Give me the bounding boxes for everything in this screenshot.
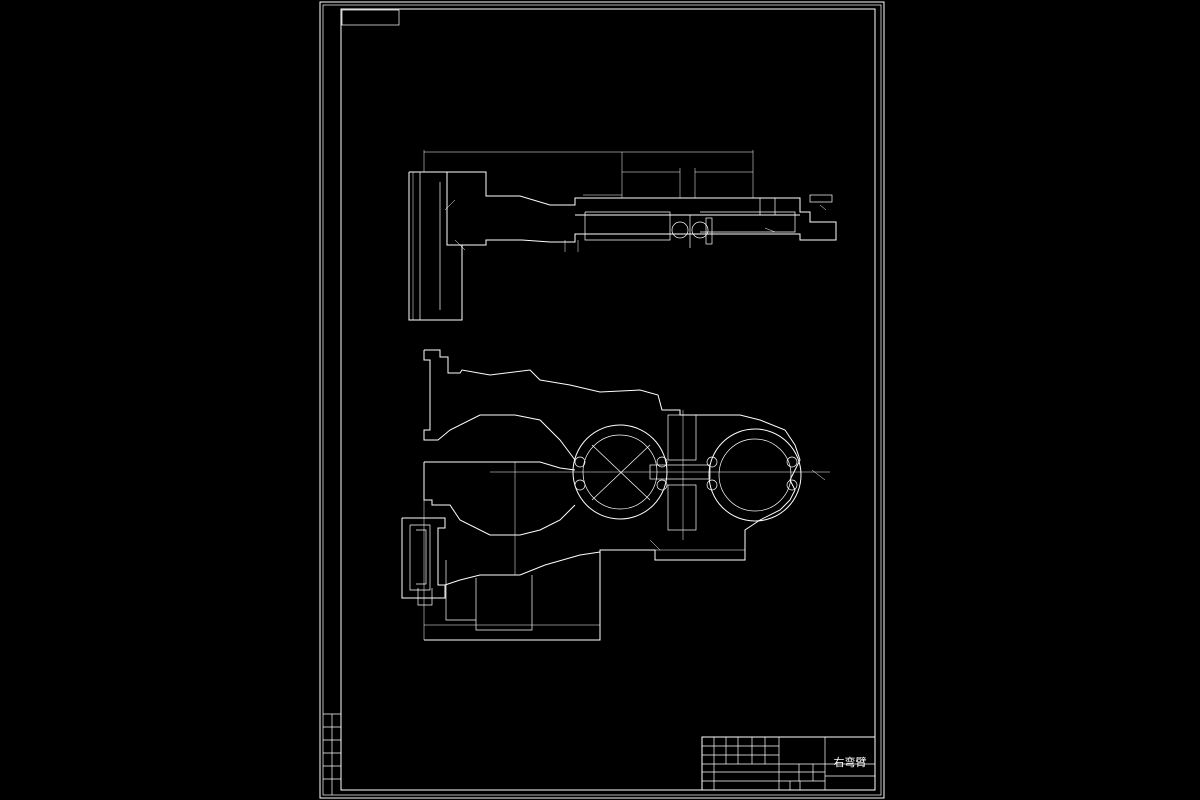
top-view (408, 150, 837, 321)
drawing-number-box (341, 9, 400, 26)
sheet-frame (319, 1, 885, 799)
title-block: 右弯臂 (701, 736, 876, 791)
part-name: 右弯臂 (834, 755, 867, 769)
bottom-view (401, 349, 830, 641)
binding-strip (323, 713, 341, 795)
